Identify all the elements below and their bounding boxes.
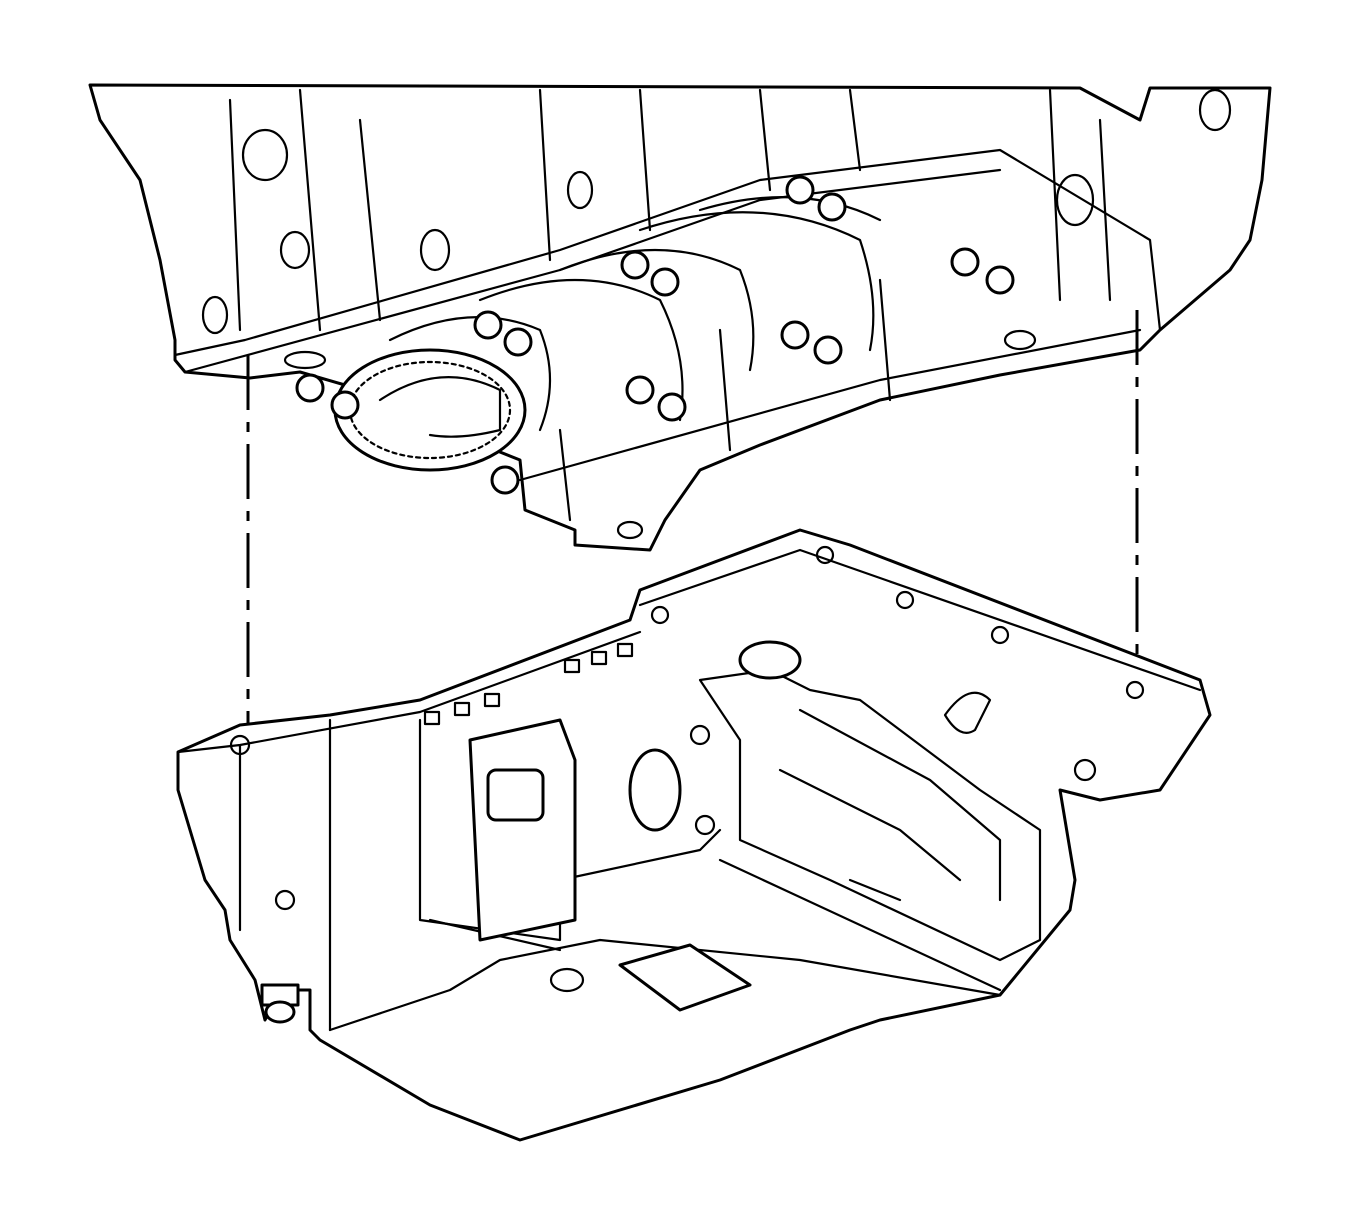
bolt-icon [295, 373, 325, 403]
drain-plug-boss [468, 718, 577, 942]
bolt-icon [785, 175, 815, 205]
alignment-guides [246, 310, 1139, 730]
bolt-icon [620, 250, 650, 280]
oil-pan [176, 528, 1212, 1142]
pickup-wing [943, 691, 992, 734]
bolt-icon [490, 465, 520, 495]
bolt-icon [657, 392, 687, 422]
block-ribs [228, 88, 1112, 522]
inspection-plate [618, 943, 752, 1012]
bolt-icon [625, 375, 655, 405]
dowel-pin [260, 983, 300, 1024]
pan-ribs [423, 642, 634, 726]
bolt-heads [295, 175, 1015, 495]
oil-level-sensor-boss [738, 640, 802, 680]
bolt-icon [473, 310, 503, 340]
block-holes [201, 88, 1232, 540]
bolt-icon [813, 335, 843, 365]
crank-gear [333, 348, 527, 472]
bolt-icon [503, 327, 533, 357]
drain-plug-icon [486, 768, 545, 822]
filter-port [628, 748, 682, 832]
pan-hole [549, 967, 585, 993]
bolt-icon [650, 267, 680, 297]
baffle [698, 668, 1042, 962]
baffle-inner [778, 708, 1002, 902]
gasket-flange [173, 148, 1162, 482]
bolt-icon [330, 390, 360, 420]
bolt-icon [780, 320, 810, 350]
block-body [88, 83, 1272, 552]
crank-bearing-caps [388, 196, 882, 432]
bolt-icon [950, 247, 980, 277]
pan-rim [176, 548, 1202, 1032]
oil-pan-body [176, 528, 1212, 1142]
bolt-icon [817, 192, 847, 222]
engine-block [88, 83, 1272, 552]
pan-bolt-holes [229, 545, 1145, 911]
bolt-icon [985, 265, 1015, 295]
